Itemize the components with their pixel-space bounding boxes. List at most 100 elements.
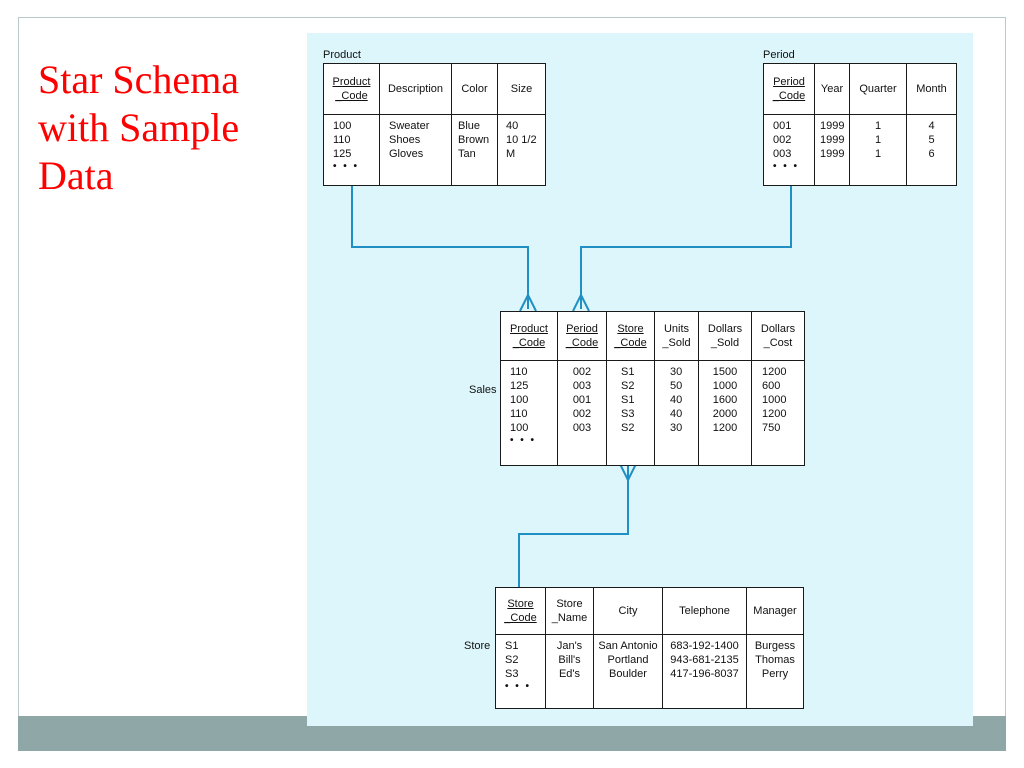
dollars-cost-cell: 1000 xyxy=(762,394,787,406)
sales-product-code-cell: 100 xyxy=(510,422,529,434)
units-sold-cell: 50 xyxy=(670,380,683,392)
sales-period-code-cell: 003 xyxy=(572,422,592,434)
sales-store-code-cell: S2 xyxy=(621,422,635,434)
dollars-cost-cell: 750 xyxy=(762,422,781,434)
sales-product-code-cell: 100 xyxy=(510,394,529,406)
year-cell: 1999 xyxy=(820,134,845,146)
month-header: Month xyxy=(916,83,947,95)
units-sold-cell: 30 xyxy=(670,366,683,378)
period-code-header: Period _Code xyxy=(772,76,806,102)
store-code-cell: S1 xyxy=(505,640,519,652)
store-name-header: Store _Name xyxy=(551,598,588,624)
sales-product-code-header: Product _Code xyxy=(510,323,548,349)
period-code-column: Period _Code 001 002 003 • • • xyxy=(764,64,815,185)
description-cell: Sweater xyxy=(389,120,430,132)
period-code-cell: 003 xyxy=(773,148,792,160)
dollars-sold-column: Dollars _Sold 1500 1000 1600 2000 1200 xyxy=(699,312,752,465)
store-name-column: Store _Name Jan's Bill's Ed's xyxy=(546,588,594,708)
quarter-cell: 1 xyxy=(874,134,882,146)
city-column: City San Antonio Portland Boulder xyxy=(594,588,663,708)
sales-store-code-cell: S2 xyxy=(621,380,635,392)
units-sold-column: Units _Sold 30 50 40 40 30 xyxy=(655,312,699,465)
year-header: Year xyxy=(820,83,844,95)
sales-store-code-cell: S3 xyxy=(621,408,635,420)
description-header: Description xyxy=(387,83,444,95)
size-column: Size 40 10 1/2 M xyxy=(498,64,545,185)
sales-product-code-cell: 125 xyxy=(510,380,529,392)
city-cell: Portland xyxy=(607,654,649,666)
sales-period-code-cell: 002 xyxy=(572,408,592,420)
dollars-cost-cell: 1200 xyxy=(762,366,787,378)
sales-fact-table: Product _Code 110 125 100 110 100 • • • … xyxy=(500,311,805,466)
manager-cell: Burgess xyxy=(754,640,796,652)
year-column: Year 1999 1999 1999 xyxy=(815,64,850,185)
sales-period-code-cell: 001 xyxy=(572,394,592,406)
year-cell: 1999 xyxy=(820,120,845,132)
store-code-cell: S2 xyxy=(505,654,519,666)
star-schema-diagram: Product Product _Code 100 110 125 • • • … xyxy=(307,33,973,726)
month-column: Month 4 5 6 xyxy=(907,64,956,185)
product-sales-connector xyxy=(351,186,529,309)
sales-store-code-column: Store _Code S1 S2 S1 S3 S2 xyxy=(607,312,655,465)
size-cell: 40 xyxy=(506,120,519,132)
period-table-caption: Period xyxy=(763,49,795,61)
store-sales-connector xyxy=(518,466,629,590)
telephone-cell: 683-192-1400 xyxy=(670,640,739,652)
slide-title: Star Schema with Sample Data xyxy=(38,57,240,198)
units-sold-cell: 30 xyxy=(670,422,683,434)
dollars-cost-cell: 600 xyxy=(762,380,781,392)
description-cell: Shoes xyxy=(389,134,421,146)
dollars-sold-header: Dollars _Sold xyxy=(707,323,743,349)
dollars-sold-cell: 1500 xyxy=(712,366,738,378)
sales-product-code-cell: 110 xyxy=(510,366,528,378)
telephone-column: Telephone 683-192-1400 943-681-2135 417-… xyxy=(663,588,747,708)
period-sales-connector xyxy=(580,186,792,309)
units-sold-header: Units _Sold xyxy=(662,323,691,349)
sales-period-code-cell: 002 xyxy=(572,366,592,378)
telephone-cell: 943-681-2135 xyxy=(670,654,739,666)
color-cell: Brown xyxy=(458,134,490,146)
sales-store-code-cell: S1 xyxy=(621,366,635,378)
store-code-cell: S3 xyxy=(505,668,519,680)
store-sales-crowfoot xyxy=(619,463,637,483)
month-cell: 5 xyxy=(928,134,935,146)
dollars-sold-cell: 1600 xyxy=(712,394,738,406)
sales-period-code-header: Period _Code xyxy=(565,323,599,349)
store-name-cell: Bill's xyxy=(558,654,581,666)
month-cell: 6 xyxy=(928,148,935,160)
manager-cell: Thomas xyxy=(755,654,795,666)
telephone-cell: 417-196-8037 xyxy=(670,668,739,680)
quarter-header: Quarter xyxy=(859,83,897,95)
sales-period-code-cell: 003 xyxy=(572,380,592,392)
sales-product-code-column: Product _Code 110 125 100 110 100 • • • xyxy=(501,312,558,465)
period-sales-crowfoot xyxy=(572,292,590,312)
product-code-cell: 100 xyxy=(333,120,352,132)
color-cell: Blue xyxy=(458,120,481,132)
description-cell: Gloves xyxy=(389,148,424,160)
color-header: Color xyxy=(461,83,488,95)
month-cell: 4 xyxy=(928,120,935,132)
description-column: Description Sweater Shoes Gloves xyxy=(380,64,452,185)
year-cell: 1999 xyxy=(820,148,845,160)
store-code-column: Store _Code S1 S2 S3 • • • xyxy=(496,588,546,708)
units-sold-cell: 40 xyxy=(670,394,683,406)
product-table: Product _Code 100 110 125 • • • Descript… xyxy=(323,63,546,186)
city-cell: Boulder xyxy=(609,668,647,680)
relationship-connectors xyxy=(351,186,792,590)
sales-product-code-cell: 110 xyxy=(510,408,528,420)
dollars-sold-cell: 2000 xyxy=(712,408,738,420)
manager-cell: Perry xyxy=(761,668,789,680)
period-table: Period _Code 001 002 003 • • • Year 1999… xyxy=(763,63,957,186)
product-code-column: Product _Code 100 110 125 • • • xyxy=(324,64,380,185)
quarter-cell: 1 xyxy=(874,148,882,160)
sales-period-code-column: Period _Code 002 003 001 002 003 xyxy=(558,312,607,465)
manager-column: Manager Burgess Thomas Perry xyxy=(747,588,803,708)
more-rows-indicator: • • • xyxy=(505,681,532,692)
more-rows-indicator: • • • xyxy=(333,161,360,172)
store-table: Store _Code S1 S2 S3 • • • Store _Name J… xyxy=(495,587,804,709)
dollars-sold-cell: 1200 xyxy=(712,422,738,434)
color-cell: Tan xyxy=(458,148,476,160)
more-rows-indicator: • • • xyxy=(773,161,800,172)
dollars-cost-header: Dollars _Cost xyxy=(760,323,796,349)
dollars-sold-cell: 1000 xyxy=(712,380,738,392)
